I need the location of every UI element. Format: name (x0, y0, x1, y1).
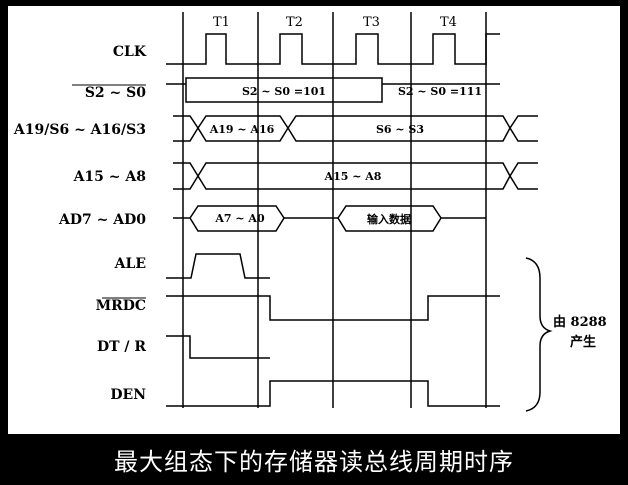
signal-label-mrdc: MRDC (96, 298, 146, 314)
addr-data-wave-left (173, 205, 285, 232)
segment-input-data: 输入数据 (367, 212, 411, 226)
addr-mid-wave-top (173, 162, 538, 178)
brace-note-line2: 产生 (570, 334, 596, 350)
segment-status-bits: S6 ~ S3 (376, 123, 424, 136)
clk-waveform (166, 33, 500, 65)
segment-addr-high: A19 ~ A16 (209, 123, 275, 136)
segment-addr-low: A7 ~ A0 (214, 212, 265, 225)
timing-diagram: T1 T2 T3 T4 CLK S2 ~ S0 A19/S6 ~ A16/S3 … (13, 12, 607, 412)
signal-label-ale: ALE (114, 256, 146, 272)
signal-label-addr-status: A19/S6 ~ A16/S3 (13, 122, 146, 138)
right-brace (525, 257, 553, 412)
signal-label-addr-data: AD7 ~ AD0 (58, 212, 146, 228)
signal-label-den: DEN (110, 387, 146, 403)
dtr-waveform (166, 335, 270, 359)
addr-status-wave-top (173, 115, 538, 130)
segment-addr-mid: A15 ~ A8 (324, 170, 382, 183)
period-label-t2: T2 (286, 15, 303, 30)
signal-label-dtr: DT / R (97, 339, 146, 355)
segment-status-t1: S2 ~ S0 =101 (242, 85, 326, 98)
period-label-t1: T1 (213, 15, 230, 30)
period-label-t3: T3 (363, 15, 380, 30)
diagram-panel: T1 T2 T3 T4 CLK S2 ~ S0 A19/S6 ~ A16/S3 … (8, 6, 620, 434)
addr-status-wave-bottom (173, 126, 538, 142)
segment-status-t4: S2 ~ S0 =111 (398, 85, 482, 98)
status-box-t1 (185, 77, 383, 103)
period-label-t4: T4 (440, 15, 457, 30)
addr-mid-wave-bottom (173, 174, 538, 190)
mrdc-waveform (166, 295, 500, 321)
figure-caption: 最大组态下的存储器读总线周期时序 (114, 448, 514, 476)
ale-waveform (166, 253, 270, 279)
den-waveform (166, 380, 500, 407)
signal-label-addr-mid: A15 ~ A8 (73, 169, 146, 185)
signal-label-clk: CLK (113, 44, 147, 60)
signal-label-status: S2 ~ S0 (85, 85, 146, 101)
brace-note-line1: 由 8288 (553, 314, 607, 330)
